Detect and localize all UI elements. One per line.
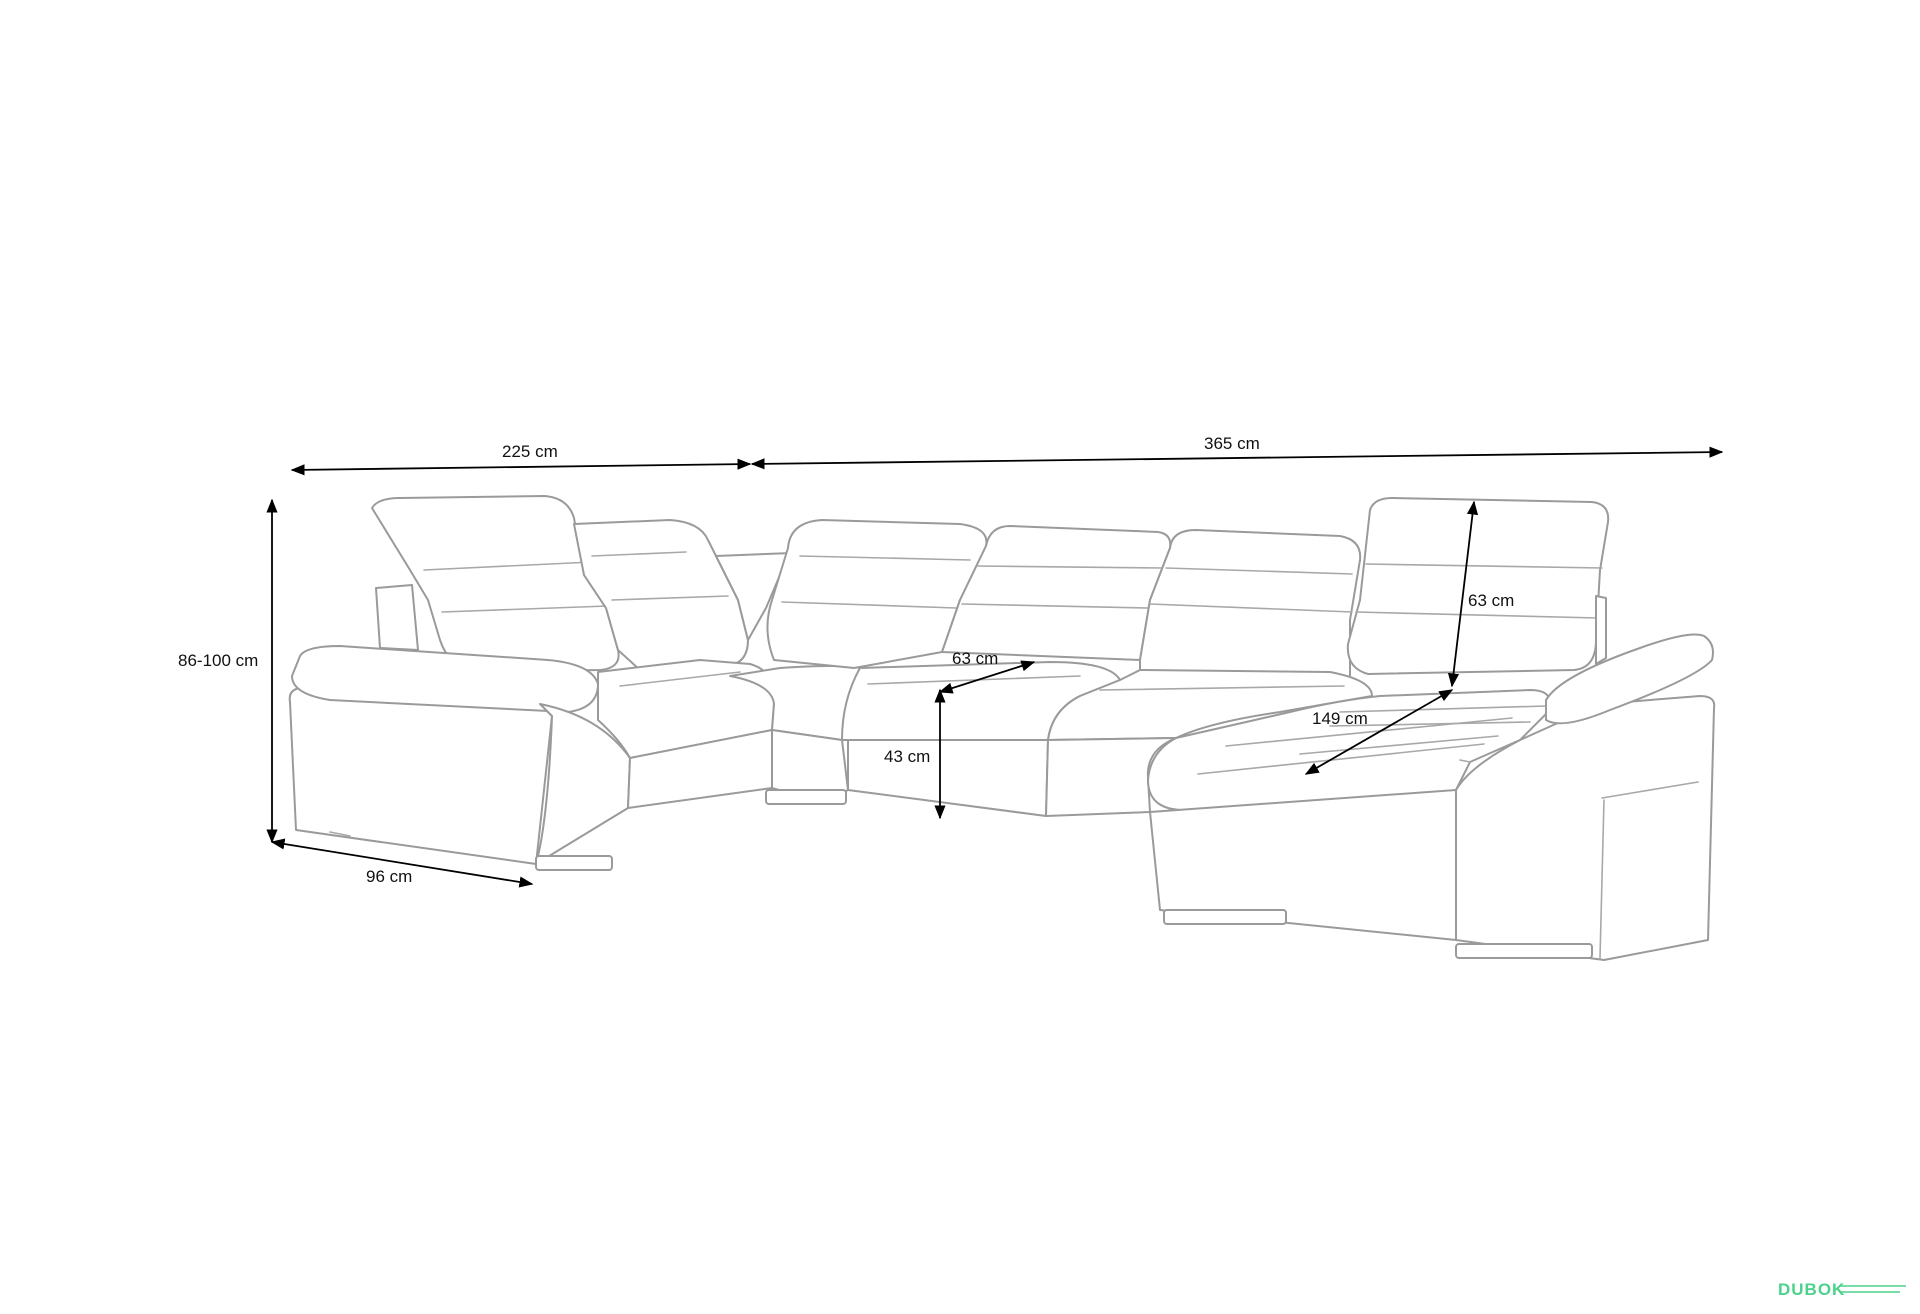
foot <box>1163 909 1287 925</box>
chaise-depth-line <box>1304 689 1454 775</box>
right-headrest <box>1346 497 1610 675</box>
width-left-line <box>290 458 752 476</box>
watermark-logo: DUBOK <box>1778 1280 1906 1299</box>
chaise-depth-label: 149 cm <box>1312 709 1368 728</box>
right-arm-body <box>1455 695 1716 961</box>
width-right-label: 365 cm <box>1204 434 1260 453</box>
depth-label: 96 cm <box>366 867 412 886</box>
foot <box>535 855 613 871</box>
seat-depth-label: 63 cm <box>952 649 998 668</box>
seat-depth-line <box>938 660 1036 694</box>
foot <box>765 789 847 805</box>
foot <box>1455 943 1593 959</box>
depth-line <box>270 838 534 888</box>
seat-height-label: 43 cm <box>884 747 930 766</box>
height-label: 86-100 cm <box>178 651 258 670</box>
middle-seat-base <box>847 739 1049 817</box>
left-back-panel <box>375 584 419 651</box>
right-arm-cushion <box>1545 633 1714 725</box>
dimension-labels: 225 cm 365 cm 86-100 cm 96 cm 63 cm 43 c… <box>178 434 1514 886</box>
watermark-text: DUBOK <box>1778 1280 1845 1299</box>
corner-seat-base <box>771 729 849 798</box>
width-right-line <box>750 446 1724 470</box>
width-left-label: 225 cm <box>502 442 558 461</box>
backrest-height-line <box>1447 500 1479 688</box>
sofa-outline <box>288 495 1716 961</box>
dimension-lines <box>266 446 1724 888</box>
right-back-panel <box>1595 595 1607 665</box>
backrest-height-label: 63 cm <box>1468 591 1514 610</box>
left-arm-body <box>288 687 553 865</box>
